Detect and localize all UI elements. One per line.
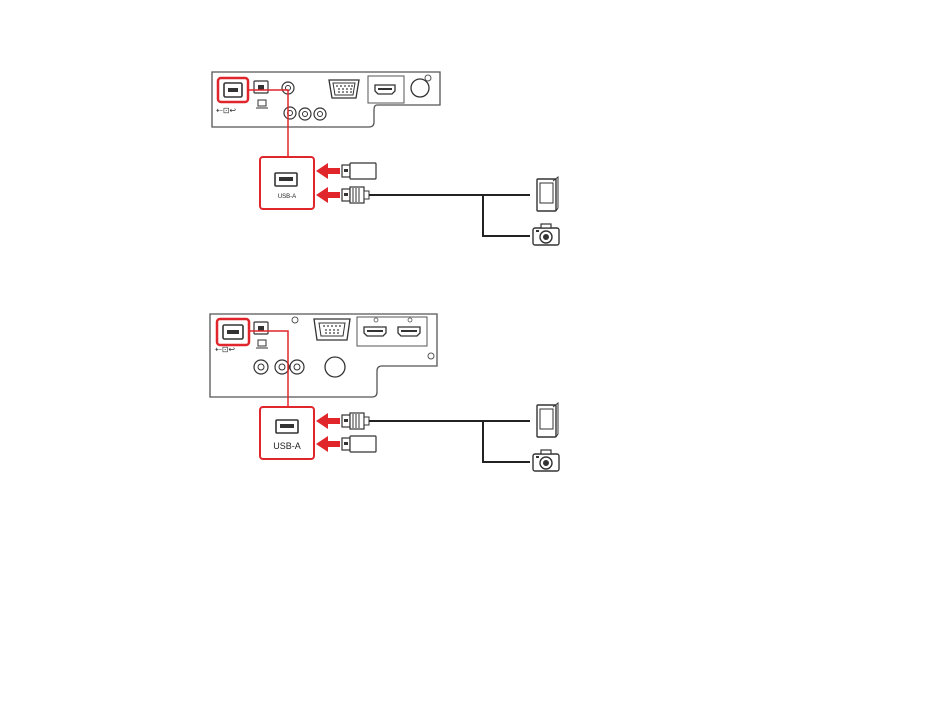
panel-security-slot [325, 357, 345, 377]
diagram-top-svg: ⇠⊡↩ USB-A [0, 0, 950, 270]
diagram-top: ⇠⊡↩ USB-A [0, 0, 950, 270]
usb-cable-branch [483, 421, 530, 462]
insert-arrow [316, 163, 340, 179]
usb-cable-plug [342, 187, 369, 203]
usb-cable-branch [483, 195, 530, 236]
panel-vga-port [314, 319, 350, 340]
usb-flash-drive [342, 163, 376, 179]
svg-text:⇠⊡↩: ⇠⊡↩ [215, 345, 235, 354]
panel-security-slot [411, 79, 429, 97]
usb-a-label: USB-A [278, 194, 296, 200]
storage-device-icon [537, 403, 558, 437]
camera-icon [533, 450, 559, 471]
diagram-bottom-svg: ⇠⊡↩ USB-A [0, 270, 950, 500]
insert-arrow [316, 413, 340, 429]
panel-vga-port [329, 80, 359, 98]
diagram-bottom: ⇠⊡↩ USB-A [0, 270, 950, 500]
projector-panel [212, 72, 440, 127]
usb-cable-plug [342, 413, 369, 429]
usb-a-label: USB-A [273, 441, 301, 451]
insert-arrow [316, 436, 340, 452]
storage-device-icon [537, 177, 558, 211]
camera-icon [533, 224, 559, 245]
svg-text:⇠⊡↩: ⇠⊡↩ [216, 106, 236, 115]
panel-hdmi-ports [357, 317, 427, 346]
insert-arrow [316, 187, 340, 203]
usb-flash-drive [342, 436, 376, 452]
panel-hdmi-port [368, 76, 404, 103]
